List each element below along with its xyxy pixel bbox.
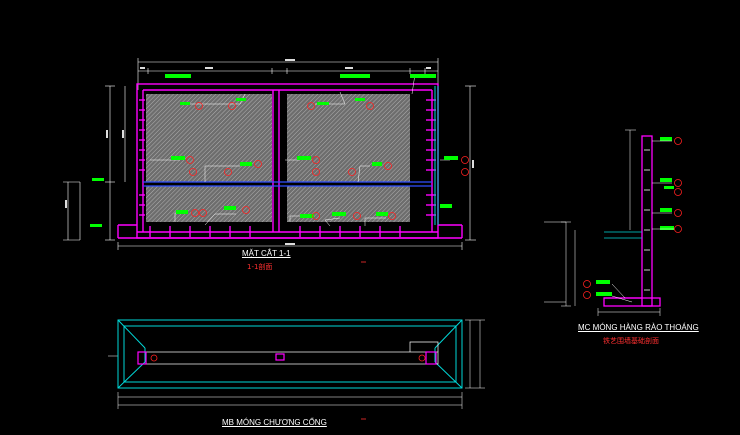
plan-dimensions xyxy=(108,319,485,409)
right-column-cyan xyxy=(434,86,439,225)
fence-wall-section xyxy=(603,135,661,307)
top-dimension-lines xyxy=(63,58,476,250)
plan-outline xyxy=(117,319,463,389)
gate-plan-title: MB MÓNG CHƯƠNG CỔNG xyxy=(222,418,327,427)
hatch-panel-top-right xyxy=(287,94,410,182)
plan-pillars xyxy=(137,351,437,365)
section-frame xyxy=(117,83,463,239)
dimension-text-ticks xyxy=(65,59,474,245)
fence-ground-lines xyxy=(604,231,642,239)
middle-beam xyxy=(143,181,432,187)
callout-tags xyxy=(90,74,458,227)
fence-bubbles xyxy=(583,137,682,299)
plan-inner xyxy=(137,341,439,365)
fence-wall-hatch xyxy=(644,149,650,291)
section-1-1-drawing xyxy=(63,58,476,263)
section-1-1-subtitle: 1-1剖面 xyxy=(247,263,273,271)
fence-foundation-drawing xyxy=(544,129,682,316)
gate-plan-drawing xyxy=(108,319,485,420)
hatch-panel-bottom-left xyxy=(146,186,272,222)
fence-foundation-subtitle: 铁艺围墙基础剖面 xyxy=(603,337,659,345)
fence-dimensions xyxy=(544,129,661,316)
fence-callout-tags xyxy=(596,137,674,296)
section-1-1-title: MẶT CẮT 1-1 xyxy=(242,249,291,258)
reference-bubbles xyxy=(186,102,469,220)
plan-bubbles xyxy=(150,354,426,362)
fence-foundation-title: MC MÓNG HÀNG RÀO THOÁNG xyxy=(578,323,699,332)
hatch-panel-top-left xyxy=(146,94,272,182)
fence-leaders xyxy=(611,140,674,303)
